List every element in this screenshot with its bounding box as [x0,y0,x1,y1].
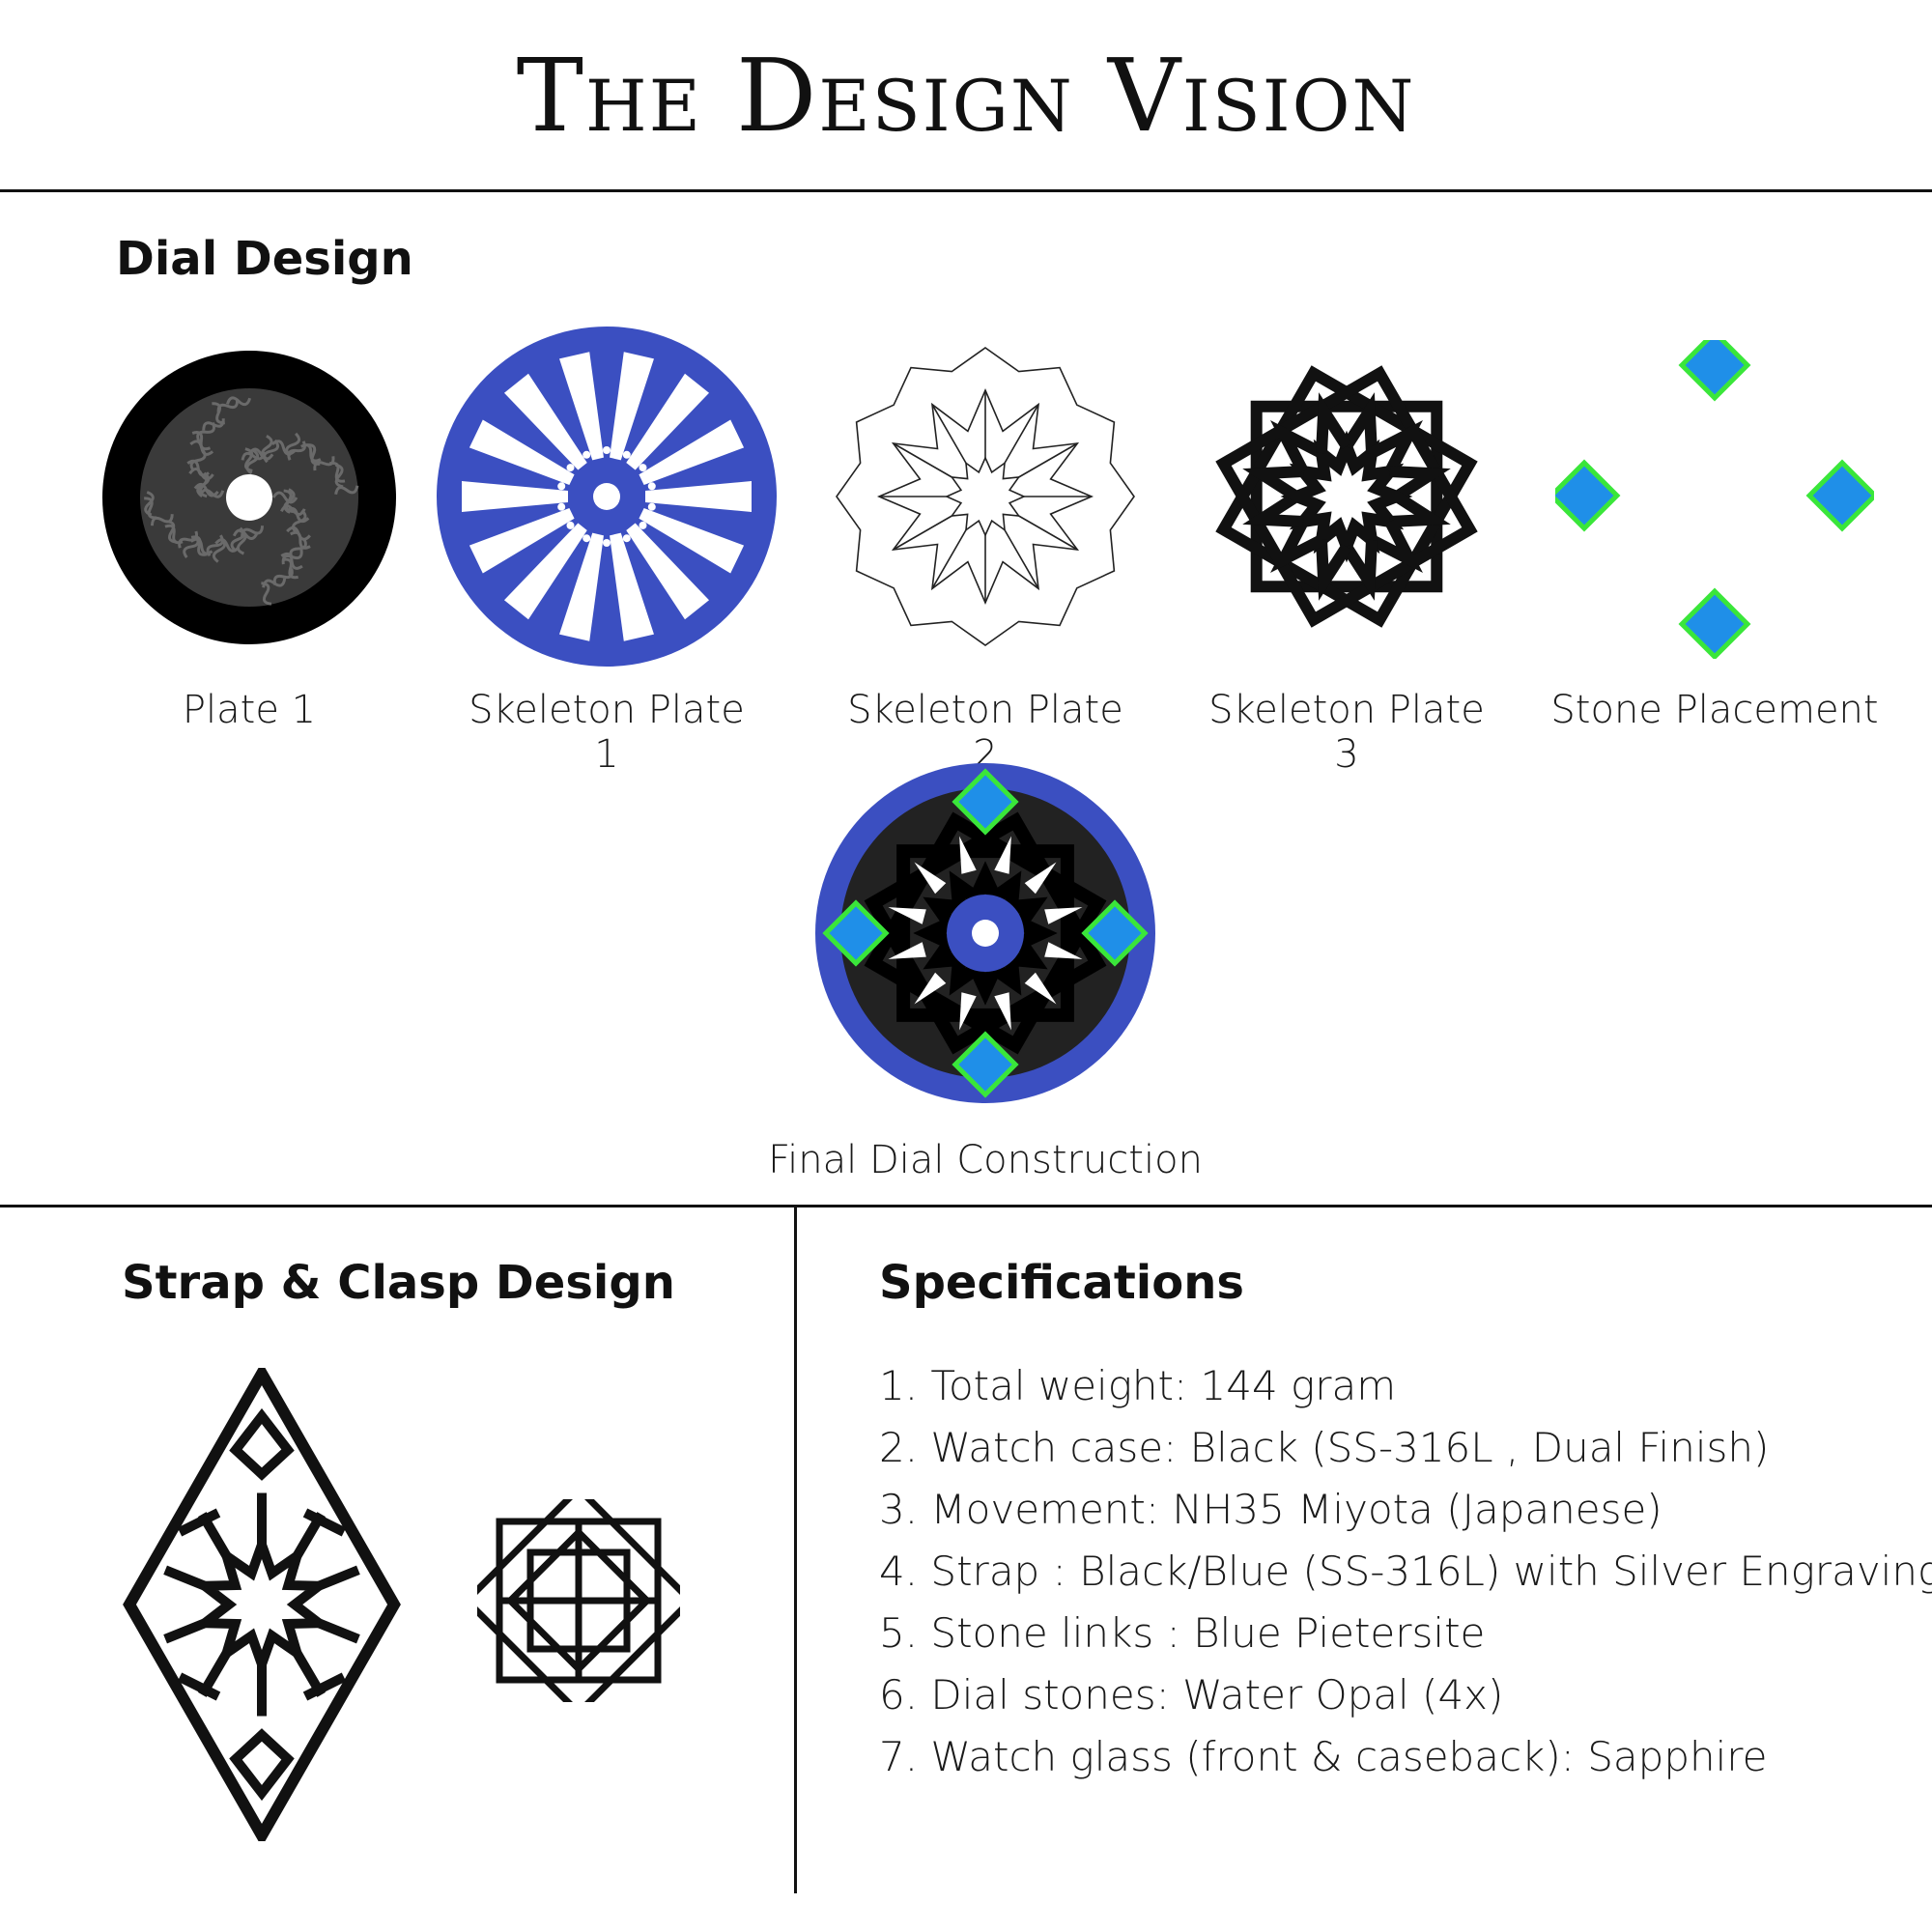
calligraphy-disc-icon [101,350,397,645]
spec-item-7: 7. Watch glass (front & caseback): Sapph… [879,1733,1768,1780]
specs-section-title: Specifications [879,1256,1244,1310]
middle-divider [0,1205,1932,1208]
dial-section-title: Dial Design [116,232,413,286]
spec-item-3: 3. Movement: NH35 Miyota (Japanese) [879,1486,1662,1533]
final-dial-label: Final Dial Construction [768,1138,1203,1182]
top-divider [0,189,1932,192]
black-star-plate-icon [1194,344,1499,649]
plate-1-label: Plate 1 [182,688,317,732]
skeleton-plate-3-label: Skeleton Plate 3 [1208,688,1485,777]
strap-link-icon [122,1368,402,1841]
stone-diamonds-icon [1555,340,1874,659]
final-dial-icon [813,761,1157,1105]
outline-star-plate-icon [833,344,1138,649]
strap-section-title: Strap & Clasp Design [122,1256,675,1310]
skeleton-plate-1-label: Skeleton Plate 1 [469,688,745,777]
clasp-icon [477,1499,680,1702]
vertical-divider [794,1208,797,1893]
blue-spoke-plate-icon [435,325,779,668]
stone-placement-label: Stone Placement [1550,688,1879,732]
page-title: The Design Vision [516,37,1416,155]
spec-item-2: 2. Watch case: Black (SS-316L , Dual Fin… [879,1424,1770,1471]
spec-item-4: 4. Strap : Black/Blue (SS-316L) with Sil… [879,1548,1932,1595]
spec-item-6: 6. Dial stones: Water Opal (4x) [879,1671,1504,1719]
spec-item-1: 1. Total weight: 144 gram [879,1362,1397,1409]
spec-item-5: 5. Stone links : Blue Pietersite [879,1609,1486,1657]
